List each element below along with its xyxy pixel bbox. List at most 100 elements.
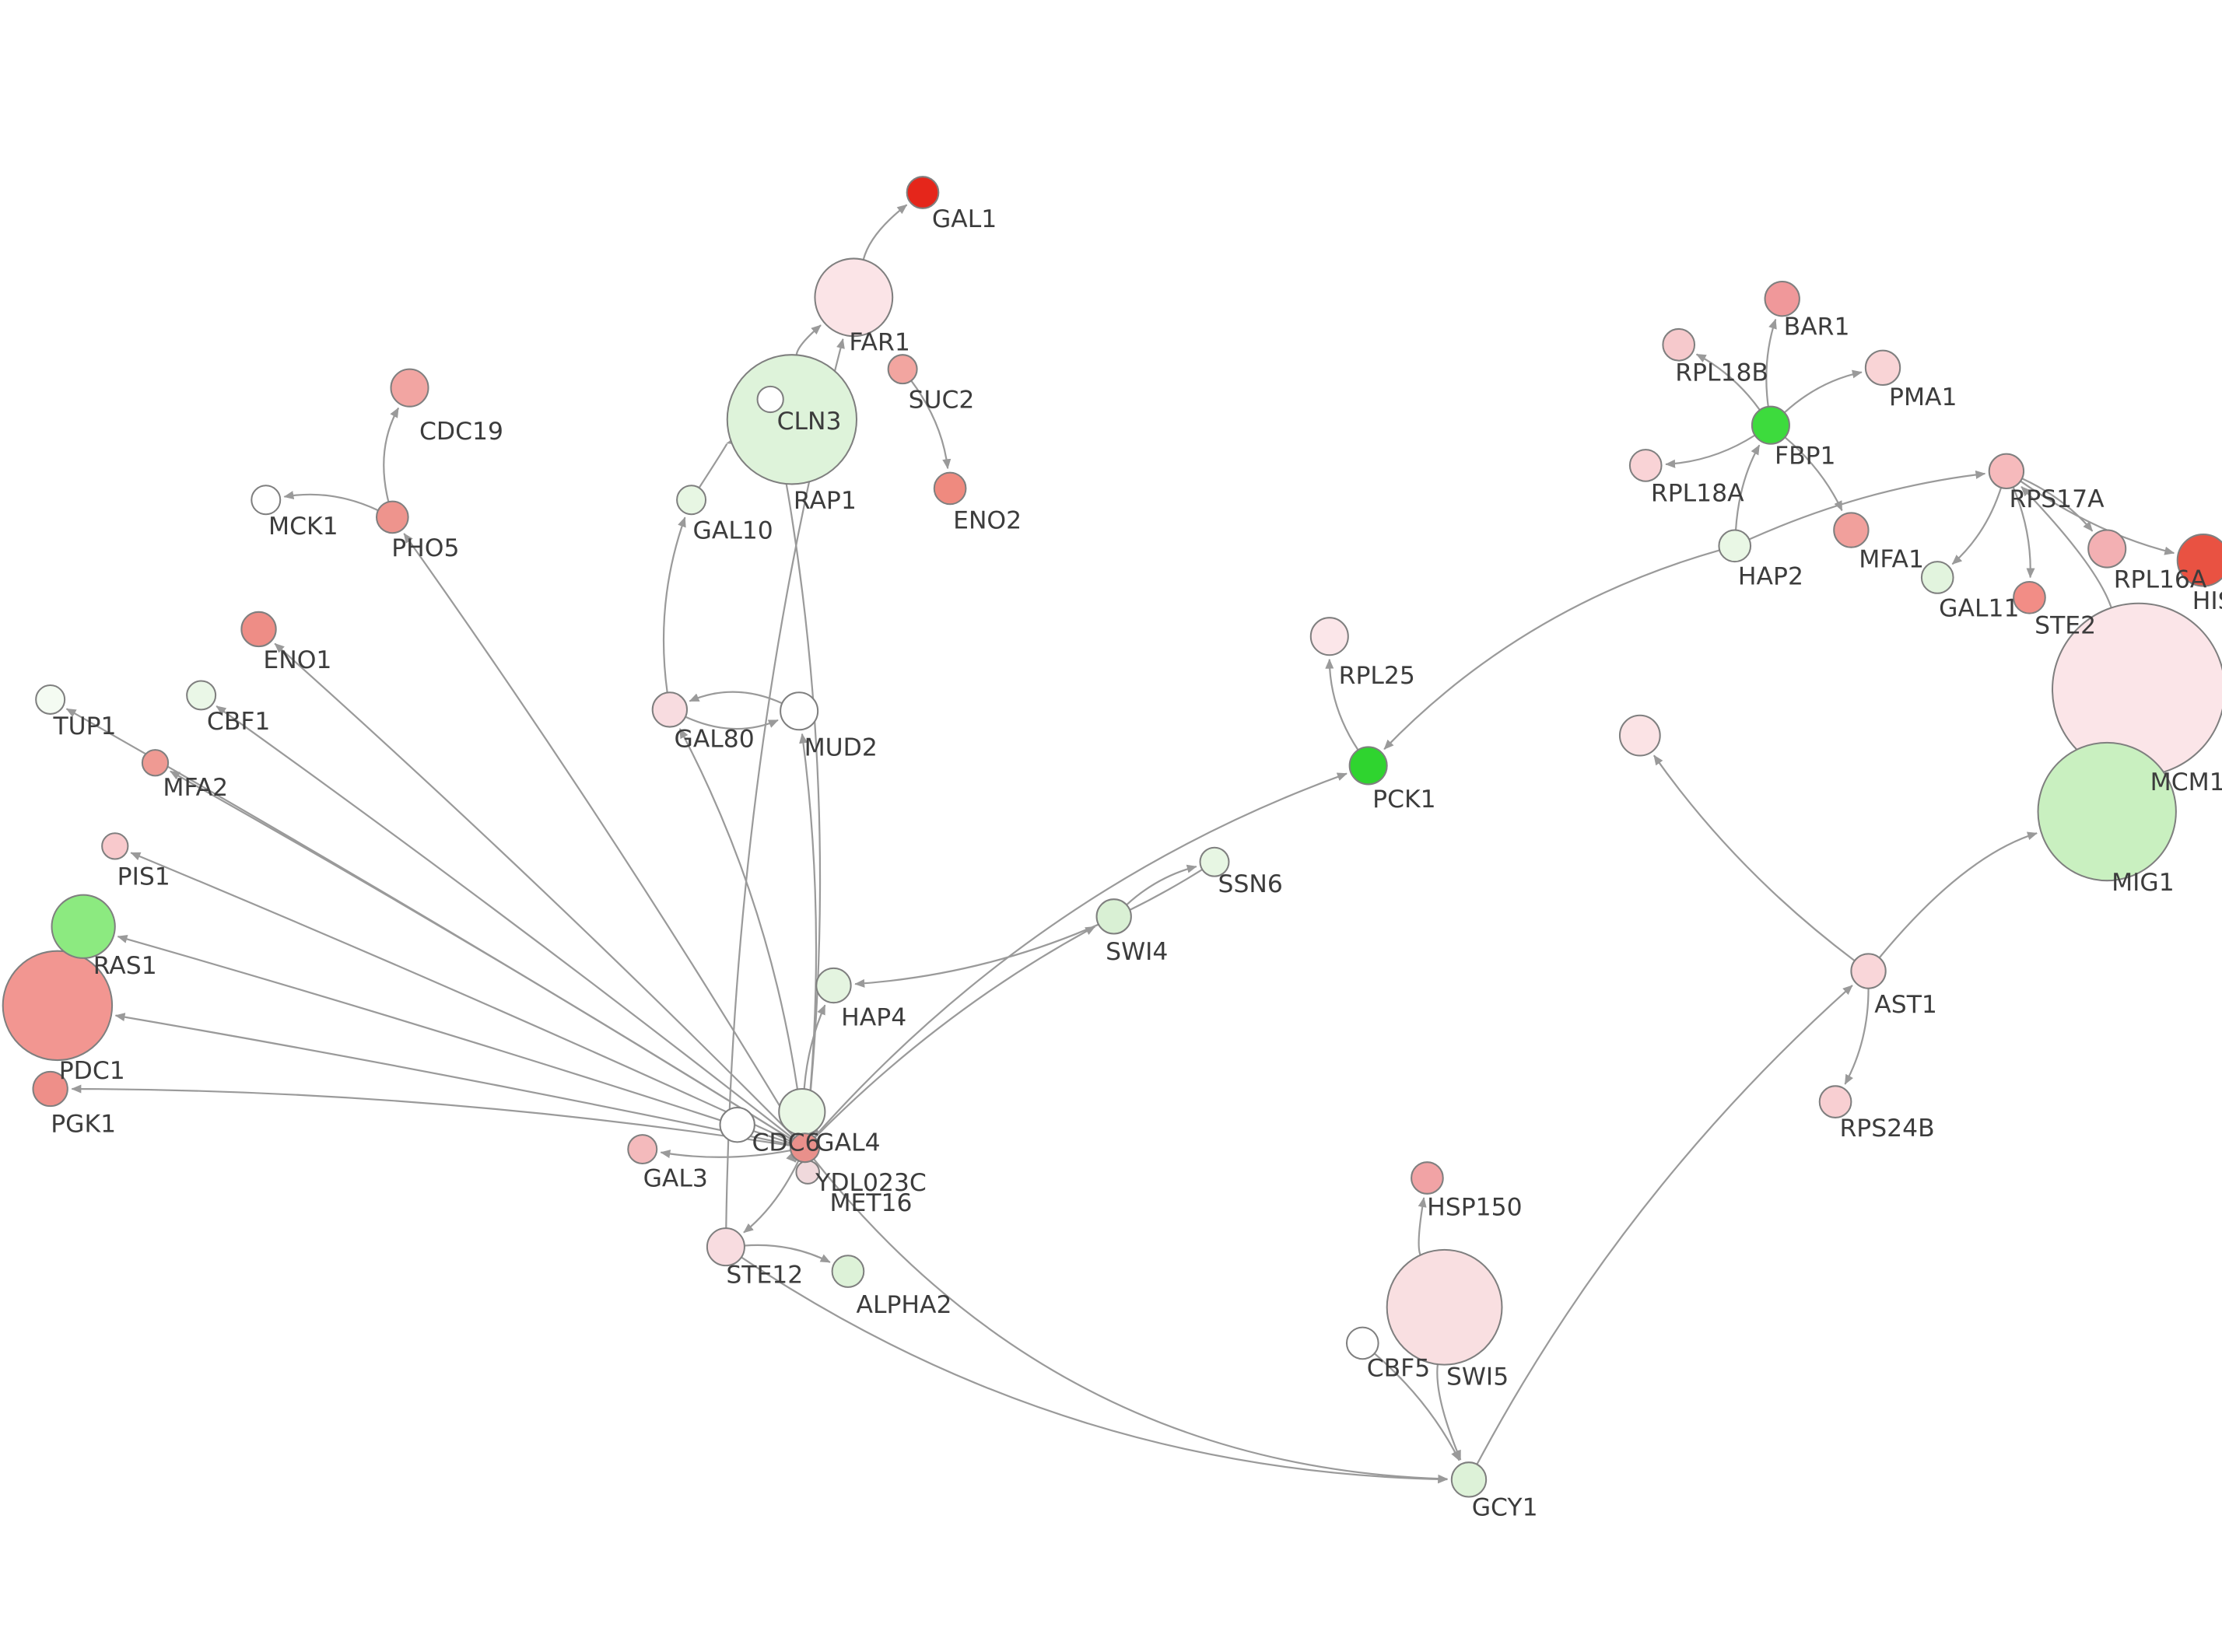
node-STE2[interactable]: [2013, 581, 2046, 614]
node-STE12[interactable]: [706, 1227, 745, 1267]
node-HAP2[interactable]: [1718, 529, 1752, 563]
edge-FBP1-PMA1[interactable]: [1783, 369, 1863, 414]
edge-SWI5-GCY1[interactable]: [1436, 1363, 1462, 1461]
edge-GAL80-GAL10[interactable]: [662, 516, 686, 693]
edge-FBP1-RPL18B[interactable]: [1695, 353, 1761, 411]
edge-GAL4-PGK1[interactable]: [71, 1084, 791, 1147]
edge-CLN3-FAR1[interactable]: [795, 324, 822, 355]
edge-AST1-MIG1[interactable]: [1878, 831, 2038, 959]
node-ENO1[interactable]: [240, 611, 277, 648]
node-RPL18A[interactable]: [1628, 449, 1663, 482]
edge-PHO5-MCK1[interactable]: [283, 491, 379, 512]
node-RAS1[interactable]: [51, 894, 116, 959]
edge-GAL4-PCK1[interactable]: [813, 772, 1348, 1138]
node-CDC19[interactable]: [390, 368, 429, 408]
edge-SWI4-SSN6[interactable]: [1126, 864, 1197, 906]
node-SSN6[interactable]: [1199, 846, 1230, 877]
edge-GAL4-MFA2[interactable]: [170, 770, 794, 1141]
node-BAR1[interactable]: [1764, 280, 1800, 317]
edge-GAL4-SWI4[interactable]: [814, 926, 1096, 1139]
node-GAL80[interactable]: [651, 691, 689, 728]
edge-GAL4-MUD2[interactable]: [799, 733, 818, 1134]
node-AST1[interactable]: [1850, 953, 1887, 989]
edge-MUD2-GAL80[interactable]: [689, 691, 783, 705]
edge-SUC2-ENO2[interactable]: [910, 380, 952, 470]
edge-STE12-ALPHA2[interactable]: [744, 1244, 831, 1263]
node-MFA1[interactable]: [1833, 512, 1870, 548]
node-SWI4[interactable]: [1095, 898, 1132, 935]
node-PHO5[interactable]: [375, 500, 409, 534]
edge-GCY1-AST1[interactable]: [1476, 985, 1853, 1465]
node-GAL4[interactable]: [790, 1132, 821, 1164]
node-MUD2[interactable]: [780, 691, 819, 731]
edge-GAL80-MUD2[interactable]: [685, 716, 779, 730]
node-HSP150[interactable]: [1411, 1161, 1444, 1195]
edge-GAL4-GCY1[interactable]: [813, 1158, 1449, 1483]
node-HAP4[interactable]: [815, 967, 852, 1004]
edge-FBP1-BAR1[interactable]: [1765, 318, 1777, 408]
edge-GAL4-PHO5[interactable]: [403, 533, 799, 1136]
edge-SSN6-HAP4[interactable]: [854, 869, 1203, 988]
node-NODE_X[interactable]: [1618, 714, 1661, 757]
edge-GAL4-GAL3[interactable]: [660, 1149, 791, 1159]
node-PCK1[interactable]: [1348, 746, 1388, 786]
edge-RPS17A-GAL11[interactable]: [1951, 487, 2003, 565]
edge-HAP2-PCK1[interactable]: [1383, 549, 1720, 750]
node-HIS4[interactable]: [2176, 534, 2222, 587]
node-YDL023C[interactable]: [778, 1087, 826, 1136]
edge-GAL4-RAP1[interactable]: [771, 415, 822, 1134]
node-FAR1[interactable]: [814, 257, 894, 338]
node-TUP1[interactable]: [35, 684, 66, 715]
node-RPL16A[interactable]: [2087, 529, 2127, 569]
node-PIS1[interactable]: [101, 832, 129, 860]
node-FBP1[interactable]: [1751, 405, 1790, 445]
node-CBF5[interactable]: [1345, 1326, 1379, 1360]
edge-STE12-GCY1[interactable]: [741, 1256, 1449, 1484]
edge-RPS17A-HIS4[interactable]: [2020, 480, 2175, 555]
edge-SWI5-HSP150[interactable]: [1418, 1197, 1427, 1256]
node-GAL3[interactable]: [627, 1134, 658, 1165]
edge-HAP2-FBP1[interactable]: [1734, 444, 1761, 530]
node-GCY1[interactable]: [1450, 1461, 1488, 1498]
edge-GAL4-CBF1[interactable]: [216, 705, 794, 1140]
edge-MCM1-RPS17A[interactable]: [2020, 485, 2112, 608]
edge-PHO5-CDC19[interactable]: [383, 407, 400, 502]
node-GAL11[interactable]: [1920, 561, 1954, 594]
node-CLN3[interactable]: [726, 354, 858, 485]
edge-GAL10-CLN3[interactable]: [698, 436, 738, 488]
edge-FBP1-RPL18A[interactable]: [1665, 434, 1756, 468]
edge-CBF5-GCY1[interactable]: [1373, 1353, 1460, 1461]
node-GAL10[interactable]: [676, 485, 707, 516]
edge-RPS17A-STE2[interactable]: [2012, 486, 2035, 579]
edge-GAL4-PDC1[interactable]: [114, 1013, 791, 1146]
edge-GAL4-ENO1[interactable]: [274, 642, 796, 1139]
edge-AST1-NODE_X[interactable]: [1653, 754, 1856, 962]
node-PDC1[interactable]: [2, 950, 114, 1062]
node-PMA1[interactable]: [1864, 349, 1901, 387]
node-CDC6[interactable]: [719, 1106, 755, 1143]
node-SUC2[interactable]: [887, 354, 918, 385]
node-MCK1[interactable]: [251, 485, 282, 516]
node-CBF1[interactable]: [186, 680, 217, 711]
node-RAP1[interactable]: [756, 385, 784, 414]
node-RPL25[interactable]: [1309, 617, 1349, 656]
node-MIG1[interactable]: [2037, 741, 2177, 882]
node-RPS24B[interactable]: [1818, 1085, 1852, 1118]
edge-GAL4-RAS1[interactable]: [117, 935, 792, 1145]
edge-PCK1-RPL25[interactable]: [1325, 658, 1359, 751]
edge-GAL4-PIS1[interactable]: [130, 852, 793, 1143]
node-ALPHA2[interactable]: [831, 1255, 865, 1288]
node-PGK1[interactable]: [32, 1070, 68, 1108]
edge-GAL4-STE12[interactable]: [743, 1160, 800, 1234]
node-SWI5[interactable]: [1386, 1248, 1503, 1366]
node-MFA2[interactable]: [141, 749, 170, 777]
edge-HAP2-RPS17A[interactable]: [1748, 470, 1986, 541]
node-RPL18B[interactable]: [1662, 327, 1696, 362]
edge-GAL4-GAL80[interactable]: [678, 728, 804, 1134]
edge-FAR1-GAL1[interactable]: [862, 204, 908, 261]
edge-AST1-RPS24B[interactable]: [1844, 988, 1870, 1085]
node-RPS17A[interactable]: [1988, 453, 2025, 489]
edge-FBP1-MFA1[interactable]: [1784, 436, 1843, 512]
node-ENO2[interactable]: [933, 471, 967, 506]
